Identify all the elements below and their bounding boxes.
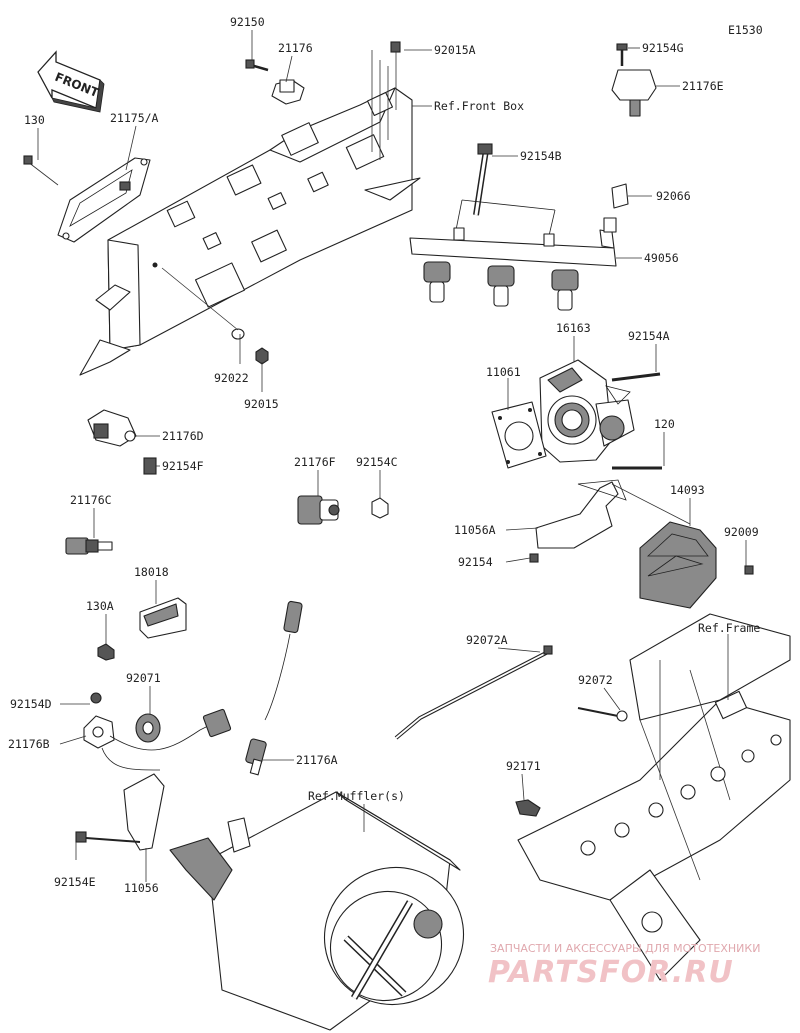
label-92154g: 92154G [642, 41, 684, 55]
sensor-21176a [245, 600, 303, 776]
throttle-body-16163 [539, 359, 662, 470]
watermark-tagline: ЗАПЧАСТИ И АКСЕССУАРЫ ДЛЯ МОТОТЕХНИКИ [490, 942, 760, 955]
front-arrow-icon: FRONT [37, 50, 105, 113]
label-130a: 130A [86, 599, 114, 613]
front-box [79, 87, 421, 376]
label-11056a: 11056A [454, 523, 496, 537]
label-92154a: 92154A [628, 329, 670, 343]
label-92009: 92009 [724, 525, 759, 539]
label-92071: 92071 [126, 671, 161, 685]
ecu-21175a [57, 157, 151, 243]
leader-lines [37, 30, 747, 882]
label-21176a: 21176A [296, 753, 338, 767]
tie-92072a [394, 645, 553, 740]
label-92066: 92066 [656, 189, 691, 203]
label-21175a: 21175/A [110, 111, 159, 125]
label-92154f: 92154F [162, 459, 204, 473]
label-21176f: 21176F [294, 455, 336, 469]
gasket-11061 [491, 401, 547, 469]
sensor-21176f [297, 495, 389, 525]
watermark: ЗАПЧАСТИ И АКСЕССУАРЫ ДЛЯ МОТОТЕХНИКИ PA… [488, 942, 760, 990]
label-92072: 92072 [578, 673, 613, 687]
bracket-18018 [97, 597, 187, 661]
label-21176b: 21176B [8, 737, 50, 751]
label-92072a: 92072A [466, 633, 508, 647]
label-21176: 21176 [278, 41, 313, 55]
nut-92015 [255, 347, 269, 365]
label-92154e: 92154E [54, 875, 96, 889]
label-11061: 11061 [486, 365, 521, 379]
part-labels: 92150 21176 92015A Ref.Front Box 130 211… [8, 15, 760, 895]
label-18018: 18018 [134, 565, 169, 579]
frame [517, 613, 791, 981]
label-21176e: 21176E [682, 79, 724, 93]
label-16163: 16163 [556, 321, 591, 335]
screw-92154 [529, 553, 539, 563]
fuel-rail-49056 [409, 143, 629, 311]
label-120: 120 [654, 417, 675, 431]
label-49056: 49056 [644, 251, 679, 265]
label-ref-muffler: Ref.Muffler(s) [308, 789, 405, 803]
label-92022: 92022 [214, 371, 249, 385]
muffler [169, 791, 465, 1031]
label-92015: 92015 [244, 397, 279, 411]
label-ref-frame: Ref.Frame [698, 621, 760, 635]
bolt-130 [23, 155, 59, 186]
cover-14093 [639, 521, 717, 609]
clamp-92171 [515, 799, 541, 817]
label-21176d: 21176D [162, 429, 204, 443]
bracket-11056a [535, 479, 627, 549]
clamp-92072 [577, 707, 628, 722]
sensor-21176d [87, 409, 157, 475]
clip-92015a [390, 41, 401, 53]
label-92171: 92171 [506, 759, 541, 773]
label-92154d: 92154D [10, 697, 52, 711]
label-92154c: 92154C [356, 455, 398, 469]
screw-92009 [744, 565, 754, 575]
label-11056: 11056 [124, 881, 159, 895]
washer-92022 [231, 328, 245, 340]
label-92015a: 92015A [434, 43, 476, 57]
sensor-21176 [245, 59, 305, 105]
sensor-21176c [65, 537, 113, 555]
sensor-21176e [611, 43, 657, 117]
label-21176c: 21176C [70, 493, 112, 507]
label-92154: 92154 [458, 555, 493, 569]
sensor-21176b [75, 692, 232, 851]
diagram-code: E1530 [728, 23, 763, 37]
label-92150: 92150 [230, 15, 265, 29]
label-92154b: 92154B [520, 149, 562, 163]
watermark-logo: PARTSFOR.RU [488, 955, 734, 990]
label-130: 130 [24, 113, 45, 127]
label-14093: 14093 [670, 483, 705, 497]
label-ref-front-box: Ref.Front Box [434, 99, 524, 113]
